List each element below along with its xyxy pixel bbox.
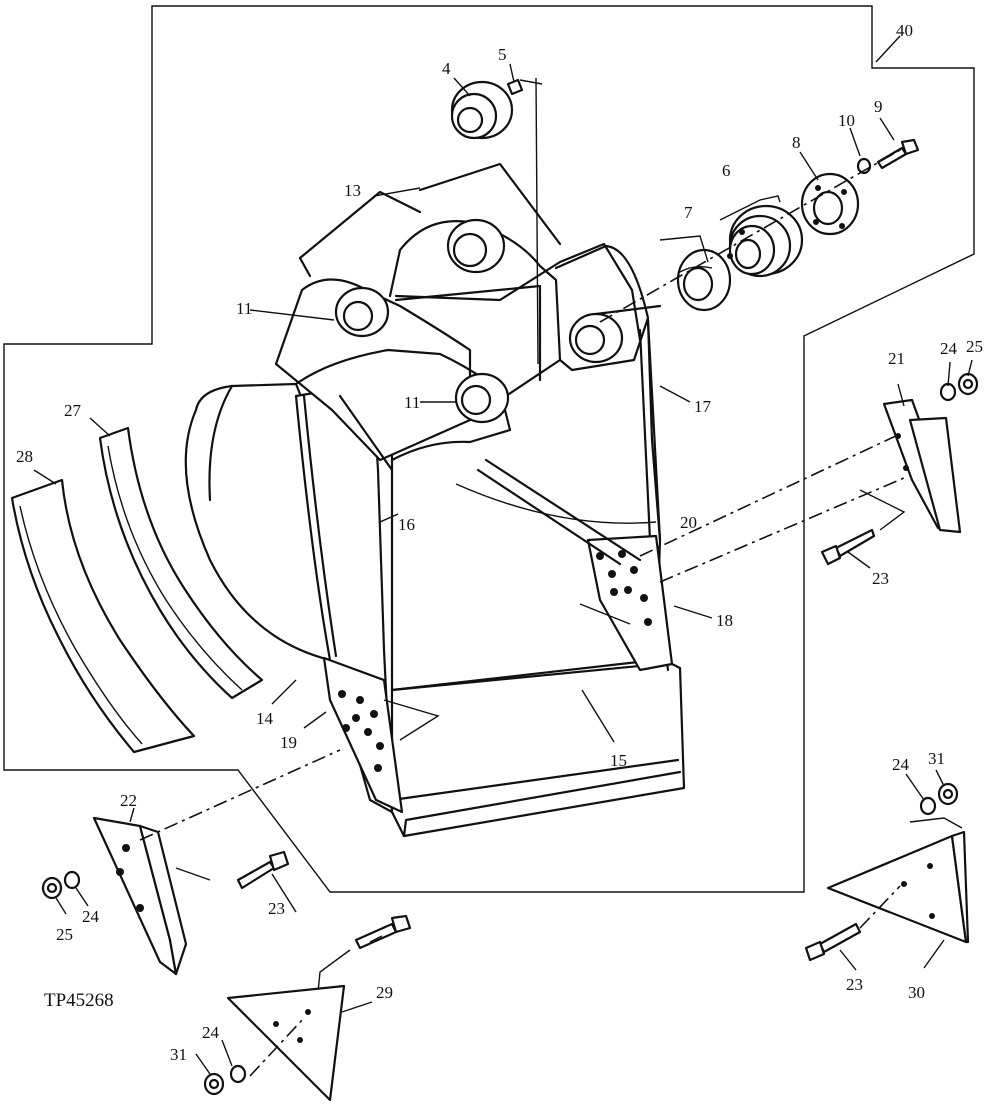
side-cutter-28: [10, 478, 196, 754]
spacer-7: [676, 248, 732, 312]
callout-labels: 4 5 6 7 8 9 10 11 11 13 14 15 16 17 18 1…: [16, 21, 983, 1064]
bolt-23-left: [236, 850, 290, 890]
label-7: 7: [684, 203, 693, 222]
washer-24-right: [939, 382, 957, 402]
label-4: 4: [442, 59, 451, 78]
washer-24-lower: [229, 1064, 247, 1084]
label-16: 16: [398, 515, 415, 534]
label-11b: 11: [404, 393, 420, 412]
bucket-hinge-section: [274, 77, 662, 472]
nut-31-lower: [203, 1072, 225, 1096]
assembly-boundary: [3, 5, 975, 893]
label-18: 18: [716, 611, 733, 630]
label-29: 29: [376, 983, 393, 1002]
label-23a: 23: [872, 569, 889, 588]
bolt-path-30b: [859, 885, 901, 929]
bolt-path-23-lower: [317, 949, 351, 993]
label-31b: 31: [928, 749, 945, 768]
bolt-23-lower: [354, 914, 412, 950]
mount-line-22: [139, 749, 341, 841]
label-6: 6: [722, 161, 731, 180]
bucket-body: [184, 318, 686, 838]
side-cutter-21: [882, 398, 962, 534]
side-cutter-27: [98, 426, 264, 700]
label-22: 22: [120, 791, 137, 810]
label-31a: 31: [170, 1045, 187, 1064]
nut-25-left: [41, 876, 63, 900]
label-23b: 23: [268, 899, 285, 918]
label-14: 14: [256, 709, 274, 728]
label-17: 17: [694, 397, 712, 416]
corner-plate-30: [826, 830, 970, 944]
washer-24-right-lower: [919, 796, 937, 816]
bolt-23-right: [820, 528, 876, 566]
side-cutter-22: [92, 816, 188, 976]
side-cutter-28-edge: [19, 505, 143, 745]
label-9: 9: [874, 97, 883, 116]
bushing-4: [450, 80, 514, 140]
nut-31-right-lower: [937, 782, 959, 806]
corner-plate-29: [226, 984, 346, 1102]
pin-5: [506, 78, 524, 96]
cap-screw-9: [876, 138, 920, 170]
label-28: 28: [16, 447, 33, 466]
side-cutter-27-edge: [107, 445, 243, 691]
label-21: 21: [888, 349, 905, 368]
label-11a: 11: [236, 299, 252, 318]
label-25a: 25: [966, 337, 983, 356]
label-8: 8: [792, 133, 801, 152]
label-24b: 24: [82, 907, 100, 926]
assembly-axis: [599, 149, 901, 323]
shim-set-6: [727, 204, 804, 278]
label-23c: 23: [846, 975, 863, 994]
bolt-path-23-left: [175, 867, 211, 881]
mount-line-21b: [659, 477, 905, 583]
label-24d: 24: [892, 755, 910, 774]
bolt-path-30: [909, 817, 963, 829]
label-24c: 24: [202, 1023, 220, 1042]
label-13: 13: [344, 181, 361, 200]
bolt-23-right-lower: [804, 922, 862, 962]
nut-25-right: [957, 372, 979, 396]
label-27: 27: [64, 401, 82, 420]
label-24a: 24: [940, 339, 958, 358]
label-25b: 25: [56, 925, 73, 944]
retainer-plate-8: [800, 172, 860, 236]
bolt-path-29: [249, 1017, 305, 1077]
label-19: 19: [280, 733, 297, 752]
mount-line-21: [639, 433, 901, 557]
leader-lines: [33, 35, 973, 1075]
bolt-path-23-right: [859, 489, 906, 531]
label-15: 15: [610, 751, 627, 770]
label-5: 5: [498, 45, 507, 64]
label-30: 30: [908, 983, 925, 1002]
washer-24-left: [63, 870, 81, 890]
reference-number: TP45268: [44, 990, 114, 1011]
label-40: 40: [896, 21, 913, 40]
label-10: 10: [838, 111, 855, 130]
label-20: 20: [680, 513, 697, 532]
